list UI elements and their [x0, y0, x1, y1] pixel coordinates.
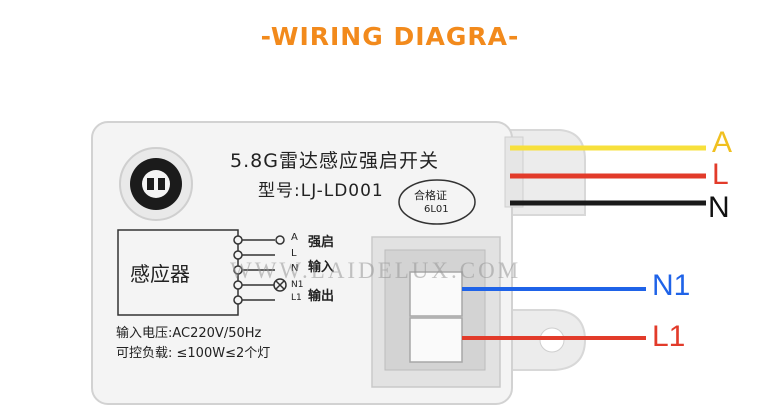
product-name: 5.8G雷达感应强启开关: [230, 150, 439, 172]
wire-label-l1: L1: [652, 320, 686, 353]
cert-line2: 6L01: [424, 204, 449, 215]
terminal-label-l1: L1: [291, 293, 302, 303]
terminal-n1: [409, 271, 463, 317]
cert-line1: 合格证: [414, 189, 447, 202]
model-number: 型号:LJ-LD001: [258, 181, 384, 201]
watermark: WWW.LAIDELUX.COM: [230, 258, 522, 283]
sensor-label: 感应器: [130, 262, 190, 286]
load-rating: 可控负载: ≤100W≤2个灯: [116, 346, 271, 361]
function-output: 输出: [308, 289, 335, 304]
sensor-center: [142, 170, 170, 198]
wire-label-l: L: [712, 158, 729, 191]
wire-grommet: [504, 136, 524, 208]
terminal-symbols: [233, 235, 287, 305]
function-force-on: 强启: [308, 235, 335, 250]
diagram-title: -WIRING DIAGRA-: [260, 22, 520, 51]
wire-label-n1: N1: [652, 269, 691, 302]
terminal-label-l: L: [291, 248, 297, 259]
terminal-l1: [409, 317, 463, 363]
terminal-label-n: N: [291, 263, 299, 274]
function-input: 输入: [308, 260, 335, 275]
certification-stamp: [398, 179, 476, 225]
terminal-label-a: A: [291, 232, 298, 243]
terminal-label-n1: N1: [291, 280, 304, 290]
wire-label-a: A: [712, 126, 733, 159]
wire-label-n: N: [708, 191, 730, 224]
input-voltage: 输入电压:AC220V/50Hz: [116, 326, 262, 341]
